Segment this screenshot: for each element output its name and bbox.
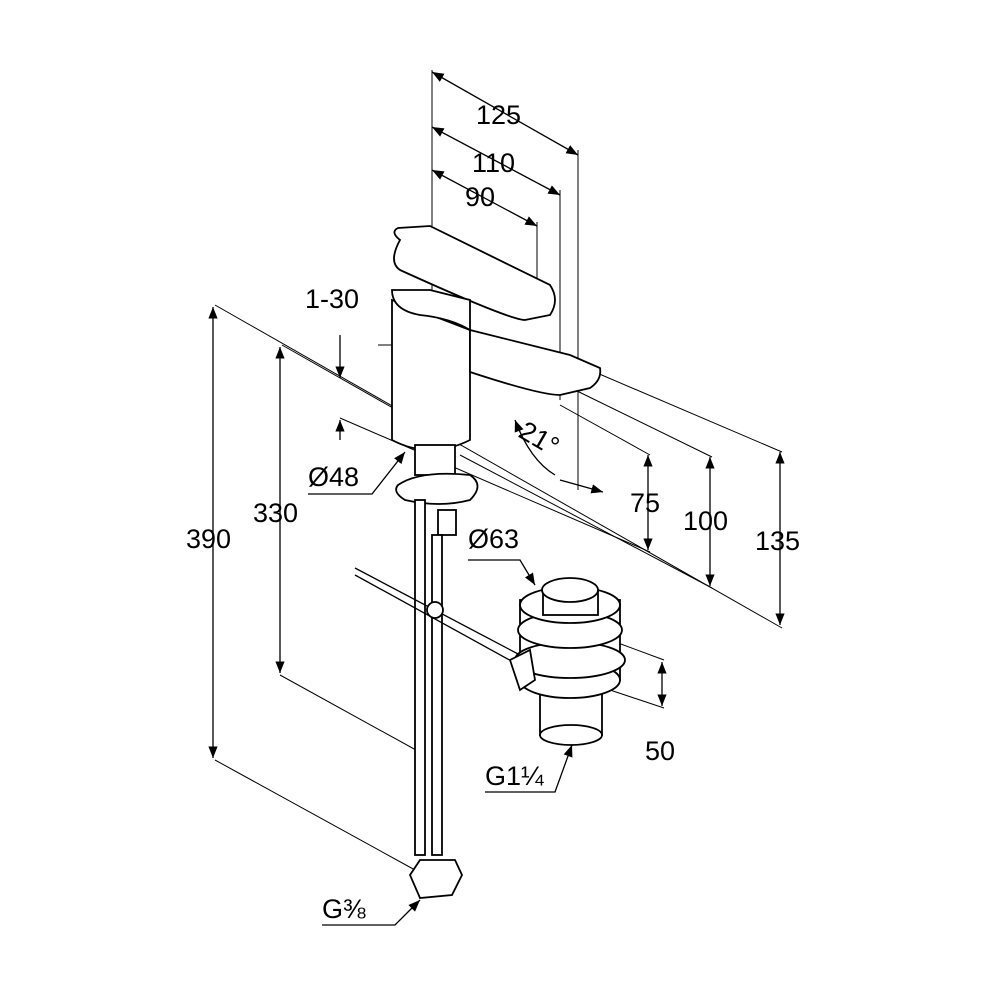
label-waste-thread: G1¼ <box>485 761 544 791</box>
label-100: 100 <box>683 506 728 536</box>
mixer-body <box>378 225 602 451</box>
label-50: 50 <box>645 736 675 766</box>
label-angle: 21° <box>514 415 564 461</box>
label-125: 125 <box>476 100 521 130</box>
label-390: 390 <box>186 524 231 554</box>
extension-lines <box>214 70 783 871</box>
label-110: 110 <box>472 148 515 178</box>
label-135: 135 <box>755 526 800 556</box>
mounting-hoses <box>354 444 521 899</box>
label-90: 90 <box>465 182 495 212</box>
label-330: 330 <box>253 498 298 528</box>
dimension-labels: 125 110 90 1-30 21° Ø48 390 330 75 100 1… <box>186 100 800 924</box>
dimension-lines <box>208 71 785 926</box>
label-hose-thread: G⅜ <box>322 894 366 924</box>
label-deck-thickness: 1-30 <box>305 284 359 314</box>
label-waste-diameter: Ø63 <box>468 524 519 554</box>
pop-up-waste <box>508 577 626 746</box>
label-75: 75 <box>630 488 660 518</box>
label-body-diameter: Ø48 <box>308 462 359 492</box>
